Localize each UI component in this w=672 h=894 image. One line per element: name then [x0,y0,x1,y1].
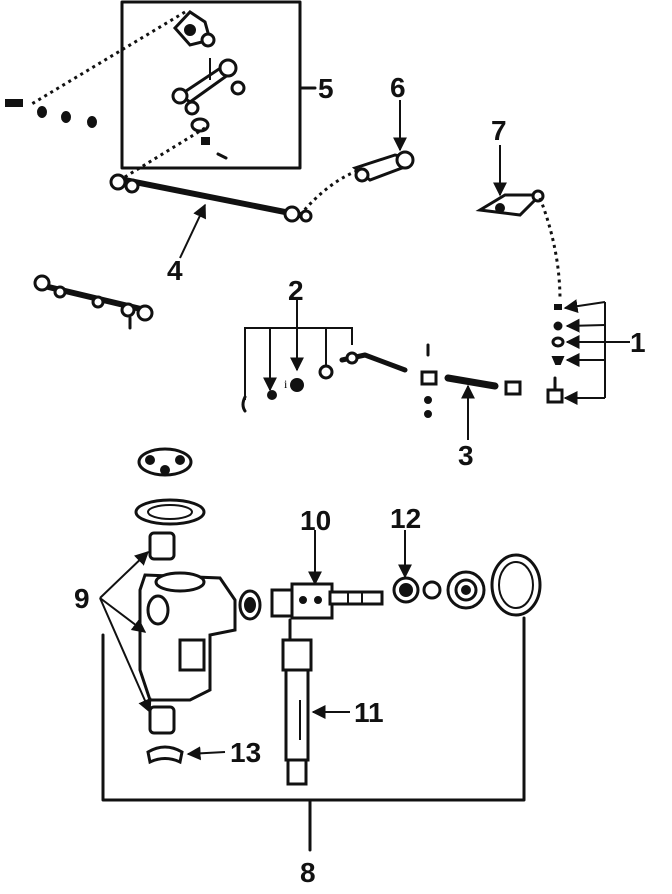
callout-5: 5 [318,73,334,104]
callout-12: 12 [390,503,421,534]
bracket-plate [475,189,562,301]
bolt-and-nuts [5,99,97,128]
valve-assembly [270,582,384,620]
callout-9: 9 [74,583,90,614]
svg-text:i: i [284,377,288,391]
callout-6: 6 [390,72,406,103]
callout-8: 8 [300,857,316,888]
leader-lines [99,86,526,852]
callout-10: 10 [300,505,331,536]
callout-7: 7 [491,115,507,146]
callout-4: 4 [167,255,183,286]
detail-box-5 [29,0,302,182]
hardware-group-2: i [241,300,408,413]
gear-housing [134,447,262,735]
hardware-group-1 [546,299,630,405]
relay-rod [109,168,361,223]
pitman-arm [351,150,415,183]
callout-11: 11 [354,697,384,728]
callout-1: 1 [630,327,646,358]
tie-rod-assembly [33,274,154,330]
bearing-and-caps [392,553,542,617]
seal-13 [146,745,184,765]
callout-labels: 5 6 7 4 2 1 3 10 12 9 11 13 8 [74,72,646,888]
callout-3: 3 [458,440,474,471]
sector-shaft [281,618,313,786]
callout-2: 2 [288,275,304,306]
callout-13: 13 [230,737,261,768]
adjuster-sleeve [420,343,522,418]
